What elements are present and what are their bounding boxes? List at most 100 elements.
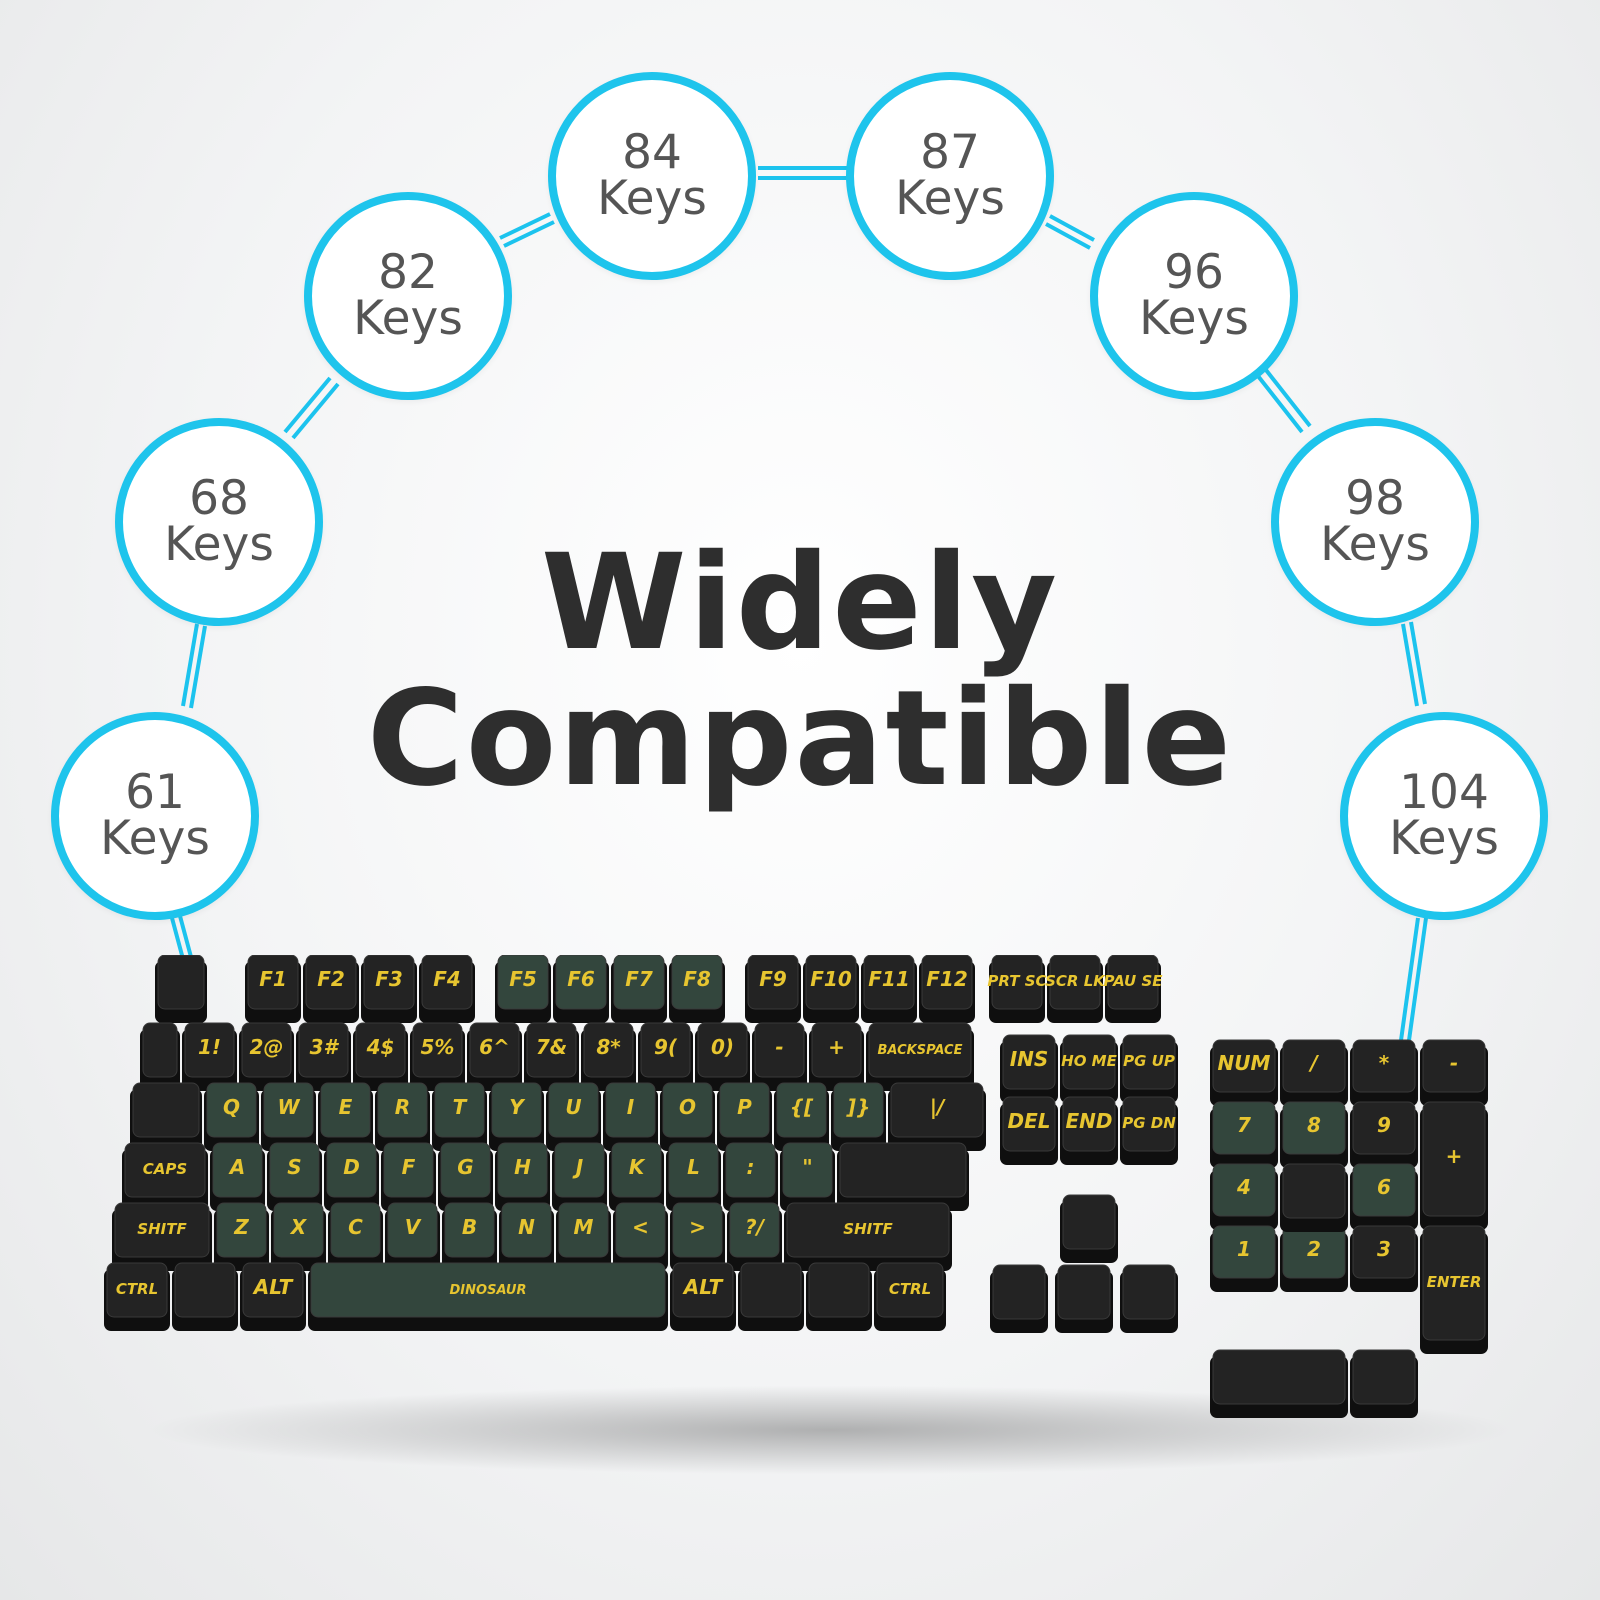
keycap-legend: INS <box>1010 1047 1049 1071</box>
connector-96-98 <box>1256 368 1312 434</box>
numpad-del-keycap <box>1350 1349 1418 1418</box>
keycap-legend: ALT <box>252 1275 294 1299</box>
keycap-legend: NUM <box>1218 1051 1271 1075</box>
layout-bubble-61: 61 Keys <box>51 712 259 920</box>
layout-bubble-87: 87 Keys <box>846 72 1054 280</box>
keycap-numpad-7: + <box>1420 1101 1488 1230</box>
keycap-legend: Y <box>509 1095 526 1119</box>
keycap-numpad-12: 3 <box>1350 1225 1418 1292</box>
keycap-11: F12 <box>919 954 975 1023</box>
keycap-home-6: H <box>495 1142 550 1211</box>
layout-unit: Keys <box>597 171 707 226</box>
keycap-home-5: G <box>438 1142 493 1211</box>
keycap-legend: V <box>405 1215 422 1239</box>
keycap-space-3: DINOSAUR <box>308 1262 668 1331</box>
keycap-legend: F6 <box>567 967 595 991</box>
keycap-legend: E <box>339 1095 353 1119</box>
keycap-legend: F11 <box>868 967 910 991</box>
keycap-num-10: - <box>752 1022 807 1091</box>
layout-count: 84 <box>622 125 682 180</box>
keycap-legend: - <box>1450 1051 1458 1075</box>
keycap-legend: A <box>228 1155 245 1179</box>
keycap-6: F7 <box>611 954 667 1023</box>
keycap-top-3: R <box>375 1082 430 1151</box>
keycap-legend: |/ <box>930 1095 946 1119</box>
keycap-10: F11 <box>861 954 917 1023</box>
keycap-num-3: 4$ <box>353 1022 408 1091</box>
keycap-top-4: T <box>432 1082 487 1151</box>
keycap-12: PRT SC <box>987 954 1047 1023</box>
tilde-keycap <box>140 1022 180 1091</box>
keycap-legend: F8 <box>683 967 711 991</box>
keycap-legend: DEL <box>1007 1109 1050 1133</box>
keycap-legend: CTRL <box>889 1280 931 1298</box>
keycap-bottom-2: X <box>271 1202 326 1271</box>
layout-count: 61 <box>125 765 185 820</box>
keycap-top-5: Y <box>489 1082 544 1151</box>
keycap-legend: U <box>565 1095 581 1119</box>
keycap-legend: CAPS <box>143 1160 187 1178</box>
layout-count: 82 <box>378 245 438 300</box>
keycap-legend: 8* <box>596 1035 621 1059</box>
keycap-legend: ENTER <box>1427 1273 1482 1291</box>
keycap-numpad-2: * <box>1350 1039 1418 1106</box>
keycap-legend: 2@ <box>250 1035 284 1059</box>
keycap-legend: ]} <box>846 1095 870 1119</box>
keycap-legend: W <box>277 1095 300 1119</box>
keycap-numpad-13: ENTER <box>1420 1225 1488 1354</box>
keycap-num-12: BACKSPACE <box>866 1022 974 1091</box>
keycap-legend: : <box>747 1155 755 1179</box>
keycap-legend: - <box>775 1035 783 1059</box>
connector-68-82 <box>283 376 340 440</box>
keycap-numpad-3: - <box>1420 1039 1488 1106</box>
layout-bubble-96: 96 Keys <box>1090 192 1298 400</box>
keycap-legend: 9( <box>654 1035 678 1059</box>
layout-count: 96 <box>1164 245 1224 300</box>
arrow-up-keycap <box>1060 1194 1118 1263</box>
headline-line-1: Widely <box>540 526 1060 680</box>
keycap-num-1: 2@ <box>239 1022 294 1091</box>
tab-keycap <box>130 1082 202 1151</box>
keycap-top-6: U <box>546 1082 601 1151</box>
keycap-home-8: K <box>609 1142 664 1211</box>
arrow-left-keycap <box>990 1264 1048 1333</box>
keycap-nav-3: DEL <box>1000 1096 1058 1165</box>
keycap-numpad-5: 8 <box>1280 1101 1348 1168</box>
keycap-space-7: CTRL <box>874 1262 946 1331</box>
layout-unit: Keys <box>100 811 210 866</box>
keycap-9: F10 <box>803 954 859 1023</box>
keycap-legend: * <box>1379 1051 1390 1075</box>
keycap-num-5: 6^ <box>467 1022 522 1091</box>
keycap-space-4: ALT <box>670 1262 736 1331</box>
keycap-legend: Q <box>223 1095 240 1119</box>
keycap-legend: > <box>689 1215 706 1239</box>
keycap-legend: F2 <box>317 967 345 991</box>
keycap-bottom-10: ?/ <box>727 1202 782 1271</box>
keycap-legend: 6^ <box>479 1035 510 1059</box>
keycap-space-0: CTRL <box>104 1262 170 1331</box>
keycap-13: SCR LK <box>1045 954 1106 1023</box>
keycap-legend: H <box>514 1155 531 1179</box>
keycap-legend: 0) <box>711 1035 734 1059</box>
esc-keycap <box>155 954 207 1023</box>
keycap-home-4: F <box>381 1142 436 1211</box>
keycap-nav-2: PG UP <box>1120 1034 1178 1103</box>
numpad-5-keycap <box>1280 1163 1348 1232</box>
arrow-right-keycap <box>1120 1264 1178 1333</box>
keycap-bottom-11: SHITF <box>784 1202 952 1271</box>
layout-unit: Keys <box>1320 517 1430 572</box>
keycap-numpad-0: NUM <box>1210 1039 1278 1106</box>
keycap-legend: 1 <box>1237 1237 1251 1261</box>
keycap-7: F8 <box>669 954 725 1023</box>
keycap-num-9: 0) <box>695 1022 750 1091</box>
keycap-numpad-6: 9 <box>1350 1101 1418 1168</box>
layout-unit: Keys <box>164 517 274 572</box>
keycap-legend: Z <box>233 1215 249 1239</box>
keycap-nav-5: PG DN <box>1120 1096 1178 1165</box>
layout-bubble-68: 68 Keys <box>115 418 323 626</box>
keycap-legend: S <box>287 1155 301 1179</box>
keycap-8: F9 <box>745 954 801 1023</box>
connector-84-87 <box>758 166 848 180</box>
